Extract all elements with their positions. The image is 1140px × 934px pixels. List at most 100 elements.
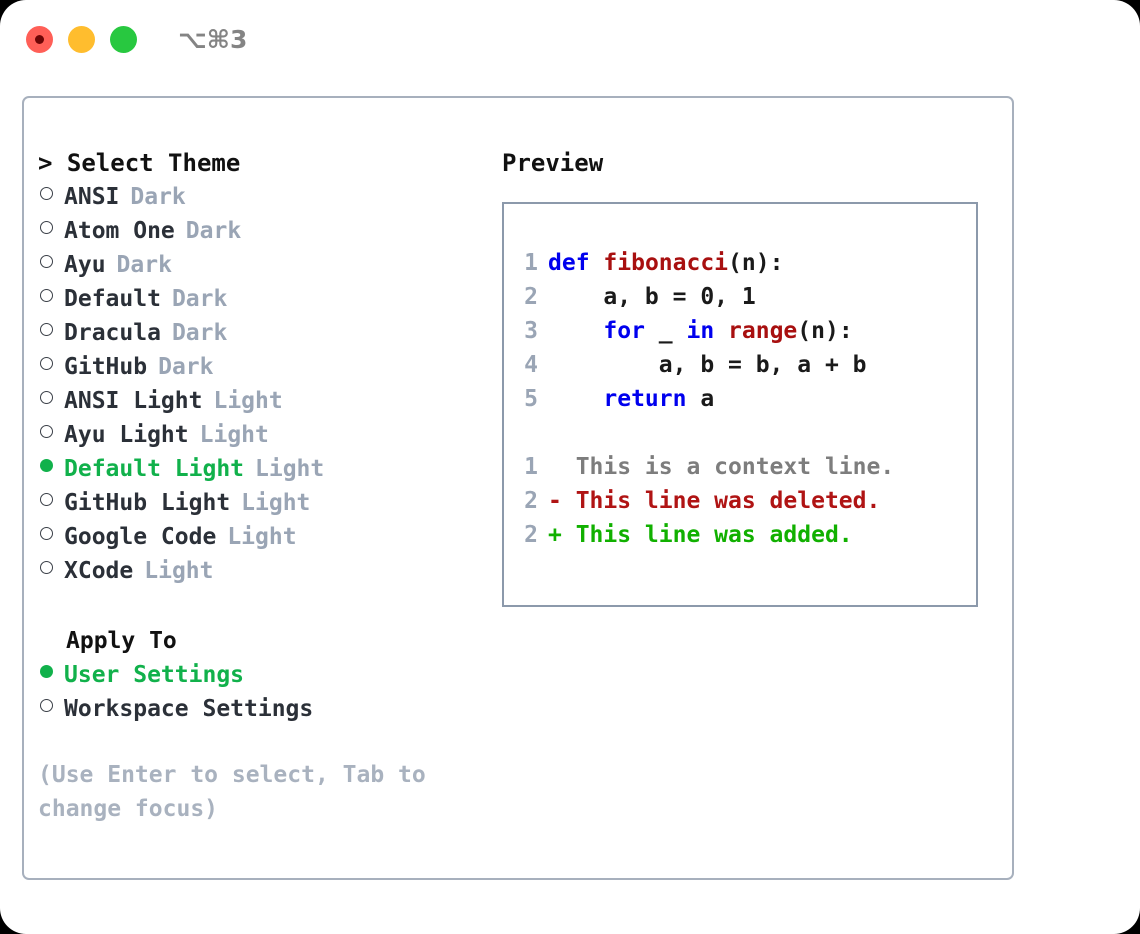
preview-heading: Preview bbox=[502, 149, 604, 177]
theme-option-name: Google Code bbox=[64, 524, 217, 550]
code-line: 5 return a bbox=[522, 382, 976, 416]
line-number: 1 bbox=[524, 250, 538, 276]
diff-sample: 1 This is a context line.2- This line wa… bbox=[522, 450, 976, 552]
theme-option-name: ANSI Light bbox=[64, 388, 203, 414]
apply-to-title: Apply To bbox=[66, 628, 177, 654]
theme-option-variant-tag: Light bbox=[199, 422, 269, 448]
keyboard-hint-text: (Use Enter to select, Tab to change focu… bbox=[38, 762, 440, 822]
apply-to-option-user-settings[interactable]: User Settings bbox=[38, 658, 488, 692]
theme-option-name: Default bbox=[64, 286, 161, 312]
diff-text: This is a context line. bbox=[548, 454, 895, 480]
keyboard-shortcut-label: ⌥⌘3 bbox=[178, 24, 248, 54]
theme-option-atom-one[interactable]: Atom One Dark bbox=[38, 214, 488, 248]
theme-option-xcode[interactable]: XCode Light bbox=[38, 554, 488, 588]
apply-to-option-workspace-settings[interactable]: Workspace Settings bbox=[38, 692, 488, 726]
code-line: 1 def fibonacci(n): bbox=[522, 246, 976, 280]
theme-option-variant-tag: Dark bbox=[171, 286, 228, 312]
diff-text: + This line was added. bbox=[548, 522, 853, 548]
window-titlebar: ⌥⌘3 bbox=[0, 0, 1140, 78]
diff-line: 2 + This line was added. bbox=[522, 518, 976, 552]
radio-selected-icon[interactable] bbox=[40, 459, 53, 472]
radio-unselected-icon[interactable] bbox=[40, 357, 53, 370]
code-token: a, b = b, a + b bbox=[548, 352, 867, 378]
radio-unselected-icon[interactable] bbox=[40, 527, 53, 540]
code-token: (n): bbox=[728, 250, 784, 276]
radio-unselected-icon[interactable] bbox=[40, 391, 53, 404]
apply-to-option-name: User Settings bbox=[64, 662, 245, 688]
line-number: 1 bbox=[524, 454, 538, 480]
code-token: a bbox=[686, 386, 715, 412]
line-number: 5 bbox=[524, 386, 538, 412]
radio-unselected-icon[interactable] bbox=[40, 493, 53, 506]
theme-option-name: ANSI bbox=[64, 184, 120, 210]
radio-unselected-icon[interactable] bbox=[40, 699, 53, 712]
radio-unselected-icon[interactable] bbox=[40, 187, 53, 200]
code-token bbox=[714, 318, 728, 344]
code-token: (n): bbox=[797, 318, 853, 344]
theme-option-name: Default Light bbox=[64, 456, 245, 482]
minimize-button[interactable] bbox=[68, 25, 95, 53]
code-token: in bbox=[686, 318, 715, 344]
code-token: a, b = 0, 1 bbox=[548, 284, 756, 310]
theme-option-github-light[interactable]: GitHub Light Light bbox=[38, 486, 488, 520]
close-button[interactable] bbox=[26, 25, 53, 53]
theme-option-name: Ayu Light bbox=[64, 422, 189, 448]
theme-option-dracula[interactable]: Dracula Dark bbox=[38, 316, 488, 350]
code-token: fibonacci bbox=[603, 250, 729, 276]
theme-option-default-light[interactable]: Default Light Light bbox=[38, 452, 488, 486]
theme-option-name: GitHub bbox=[64, 354, 148, 380]
theme-option-variant-tag: Dark bbox=[171, 320, 228, 346]
radio-unselected-icon[interactable] bbox=[40, 425, 53, 438]
theme-option-name: Dracula bbox=[64, 320, 161, 346]
radio-unselected-icon[interactable] bbox=[40, 323, 53, 336]
theme-option-ayu-light[interactable]: Ayu Light Light bbox=[38, 418, 488, 452]
maximize-button[interactable] bbox=[110, 25, 137, 53]
code-line: 4 a, b = b, a + b bbox=[522, 348, 976, 382]
theme-option-variant-tag: Light bbox=[144, 558, 214, 584]
code-token: return bbox=[603, 386, 687, 412]
line-number: 2 bbox=[524, 284, 538, 310]
radio-unselected-icon[interactable] bbox=[40, 221, 53, 234]
code-token: range bbox=[728, 318, 798, 344]
theme-option-name: XCode bbox=[64, 558, 134, 584]
select-theme-header: > Select Theme bbox=[38, 149, 241, 177]
theme-option-variant-tag: Light bbox=[227, 524, 297, 550]
code-token bbox=[548, 318, 603, 344]
code-token: _ bbox=[644, 318, 687, 344]
theme-option-variant-tag: Light bbox=[241, 490, 311, 516]
theme-option-ansi[interactable]: ANSI Dark bbox=[38, 180, 488, 214]
radio-selected-icon[interactable] bbox=[40, 665, 53, 678]
theme-option-github[interactable]: GitHub Dark bbox=[38, 350, 488, 384]
theme-option-variant-tag: Light bbox=[213, 388, 283, 414]
line-number: 2 bbox=[524, 488, 538, 514]
code-token bbox=[590, 250, 604, 276]
theme-option-default[interactable]: Default Dark bbox=[38, 282, 488, 316]
theme-option-variant-tag: Light bbox=[255, 456, 325, 482]
theme-option-variant-tag: Dark bbox=[158, 354, 214, 380]
code-token: def bbox=[548, 250, 590, 276]
theme-option-name: GitHub Light bbox=[64, 490, 231, 516]
line-number: 4 bbox=[524, 352, 538, 378]
radio-unselected-icon[interactable] bbox=[40, 289, 53, 302]
code-line: 3 for _ in range(n): bbox=[522, 314, 976, 348]
radio-unselected-icon[interactable] bbox=[40, 255, 53, 268]
theme-option-google-code[interactable]: Google Code Light bbox=[38, 520, 488, 554]
theme-option-variant-tag: Dark bbox=[185, 218, 242, 244]
theme-option-name: Atom One bbox=[64, 218, 175, 244]
theme-option-ansi-light[interactable]: ANSI Light Light bbox=[38, 384, 488, 418]
line-number: 3 bbox=[524, 318, 538, 344]
line-number: 2 bbox=[524, 522, 538, 548]
radio-unselected-icon[interactable] bbox=[40, 561, 53, 574]
code-token: for bbox=[603, 318, 645, 344]
theme-option-variant-tag: Dark bbox=[130, 184, 186, 210]
